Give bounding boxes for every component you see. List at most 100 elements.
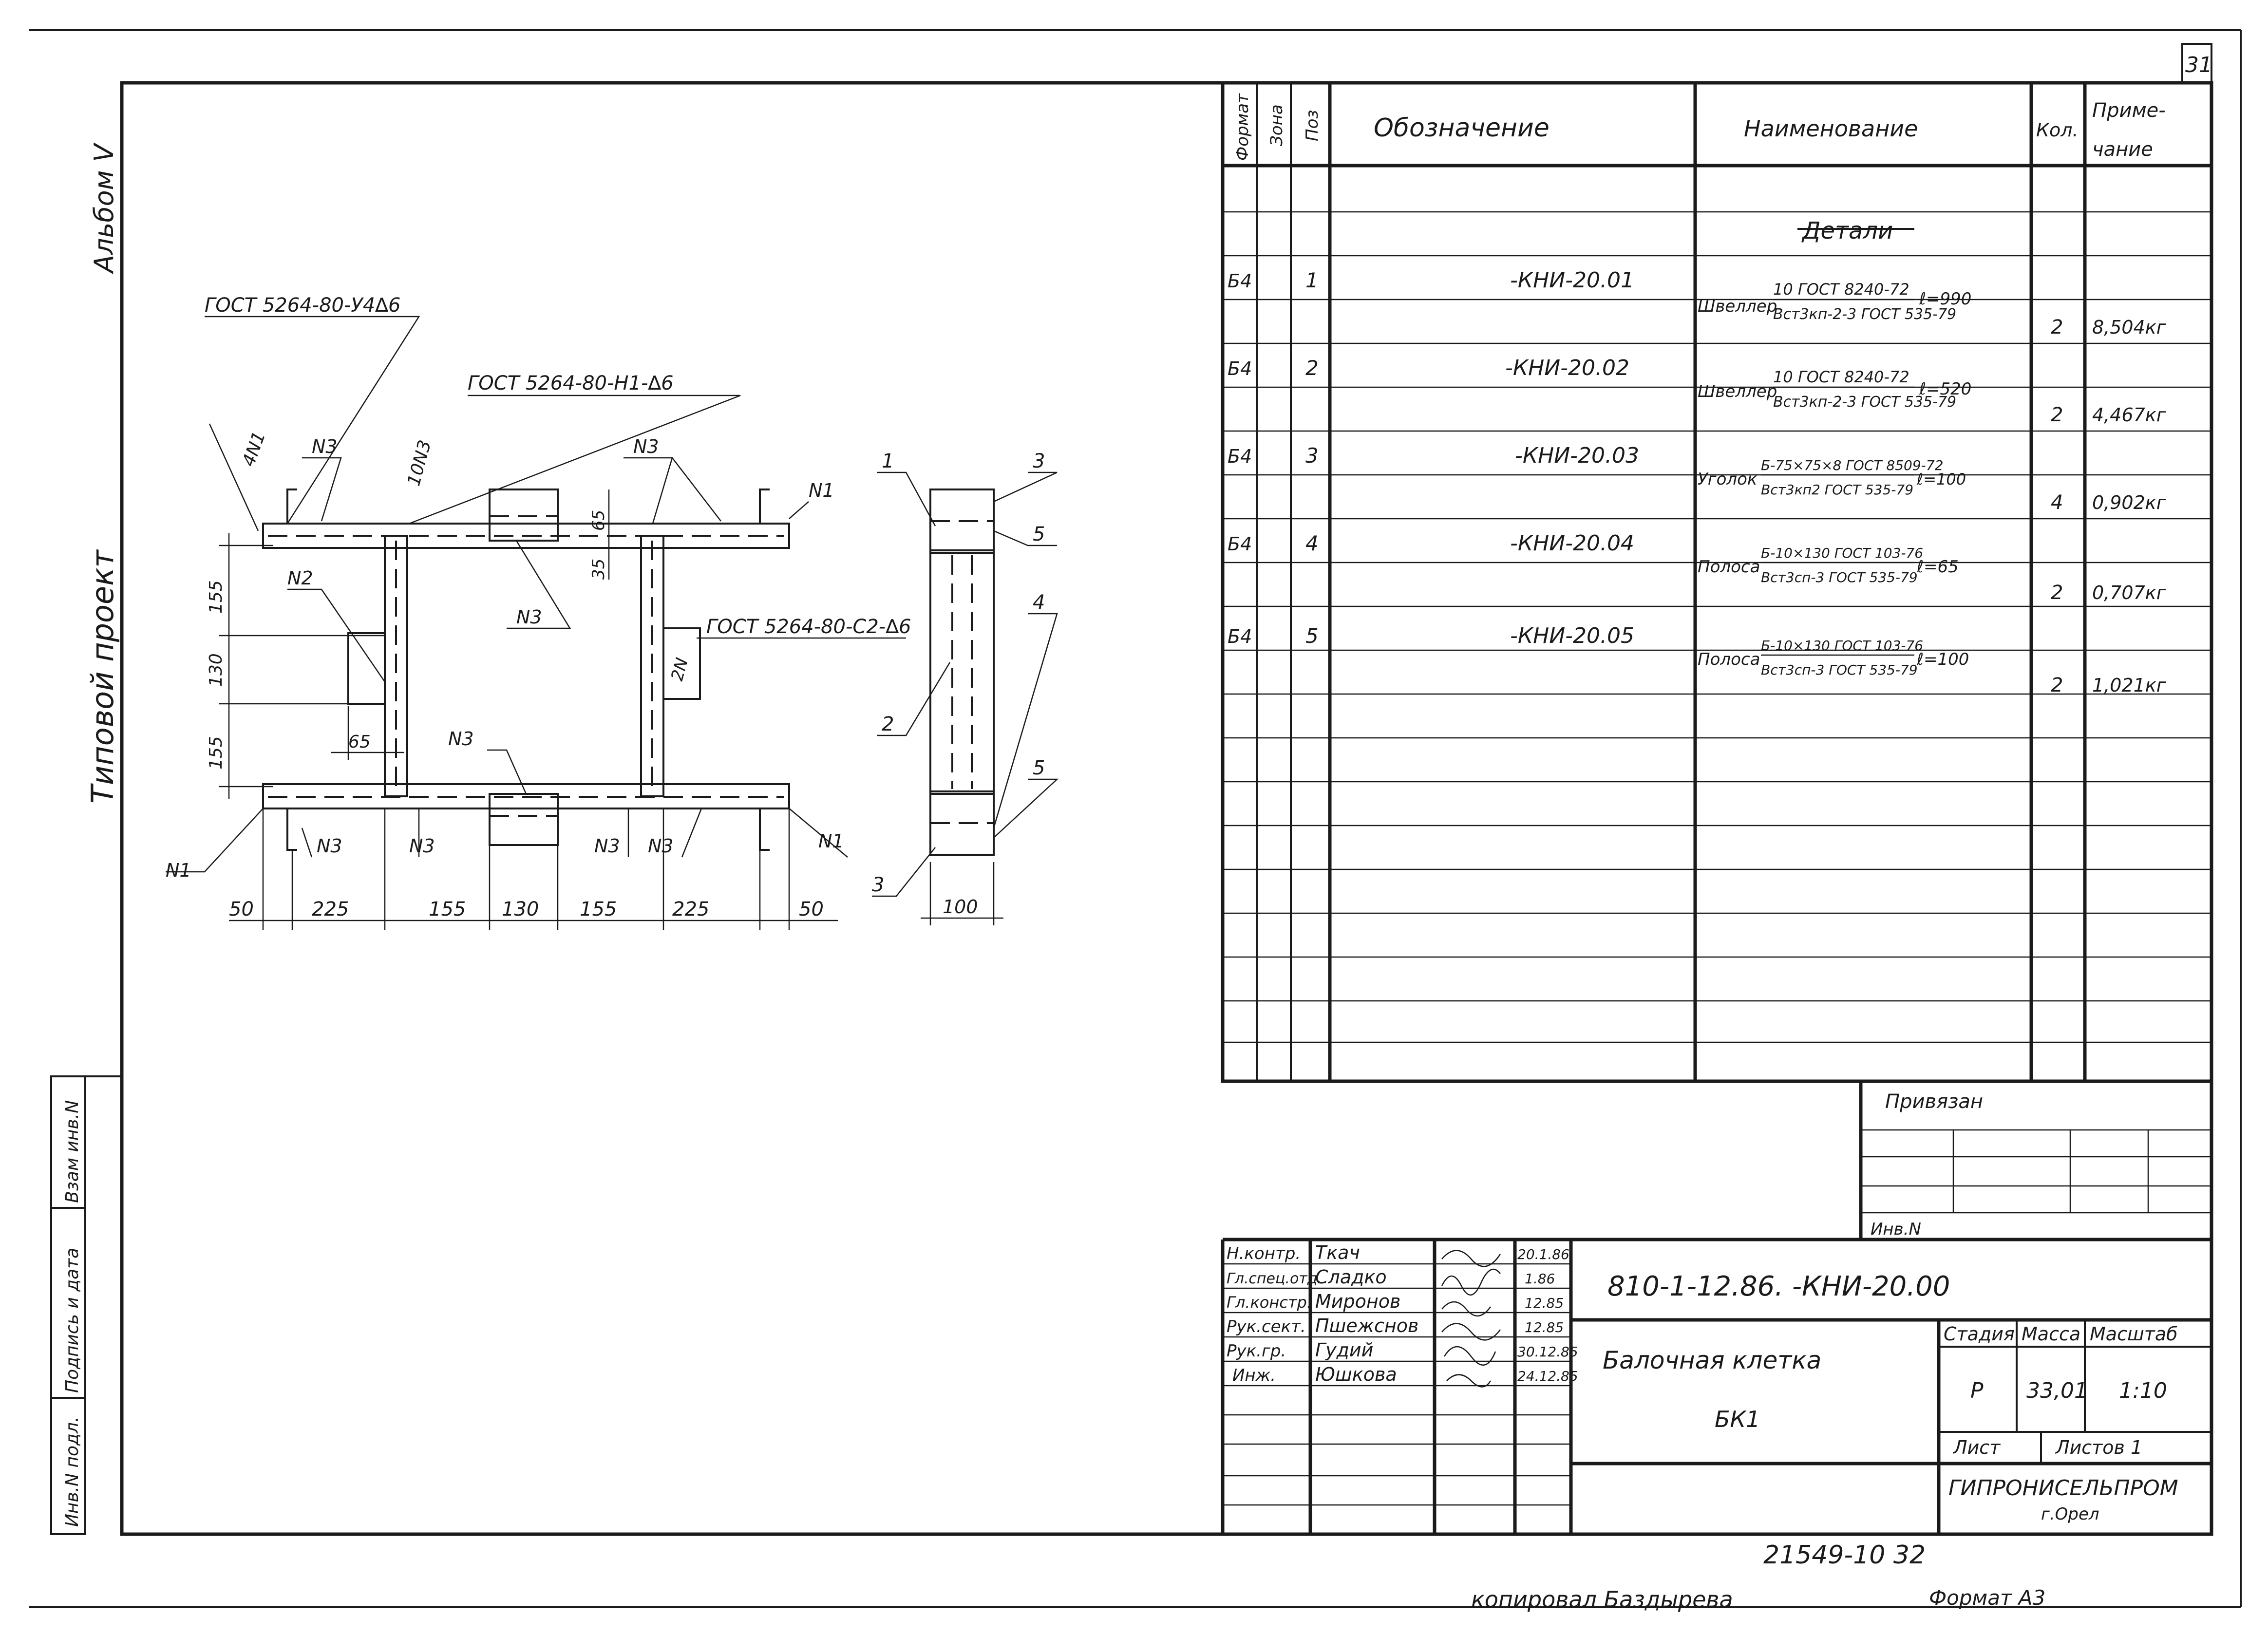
privyazan-block bbox=[1859, 1081, 2211, 1240]
row1-note: 8,504кг bbox=[2092, 317, 2167, 338]
col-header-designation: Обозначение bbox=[1374, 113, 1550, 143]
row1-name-bottom: Вст3кп-2-3 ГОСТ 535-79 bbox=[1773, 306, 1956, 323]
row3-pos: 3 bbox=[1305, 444, 1319, 468]
row5-pos: 5 bbox=[1305, 624, 1319, 648]
side-callout-5-top: 5 bbox=[1033, 523, 1045, 545]
row5-name-top: Б-10×130 ГОСТ 103-76 bbox=[1761, 638, 1923, 654]
scale-label: Масштаб bbox=[2090, 1323, 2178, 1345]
label-n3-bottom-plate: N3 bbox=[448, 728, 474, 750]
label-n3-top-left: N3 bbox=[312, 436, 338, 457]
label-n3-bottom-2: N3 bbox=[409, 835, 435, 857]
row5-note: 1,021кг bbox=[2092, 675, 2167, 696]
row2-length: ℓ=520 bbox=[1919, 379, 1971, 399]
tag-2n: 2N bbox=[667, 656, 692, 683]
row3-note: 0,902кг bbox=[2092, 492, 2167, 513]
copied-by: копировал Баздырева bbox=[1471, 1586, 1733, 1613]
row5-format: Б4 bbox=[1228, 626, 1252, 647]
dim-vertical-130: 130 bbox=[206, 653, 226, 687]
row5-name-bottom: Вст3сп-3 ГОСТ 535-79 bbox=[1761, 662, 1918, 678]
row1-designation: -КНИ-20.01 bbox=[1510, 268, 1634, 293]
row2-qty: 2 bbox=[2051, 404, 2063, 426]
row1-qty: 2 bbox=[2051, 316, 2063, 338]
role-5: Инж. bbox=[1232, 1366, 1276, 1385]
organization-city: г.Орел bbox=[2041, 1504, 2099, 1524]
label-n1-top-right: N1 bbox=[809, 480, 834, 501]
dim-bottom-225-left: 225 bbox=[312, 898, 349, 921]
row1-name-prefix: Швеллер bbox=[1698, 297, 1777, 316]
dim-35: 35 bbox=[589, 559, 608, 580]
stamp-vzam-inv: Взам инв.N bbox=[62, 1100, 82, 1203]
label-n1-bottom-left: N1 bbox=[166, 860, 191, 881]
dim-65-top: 65 bbox=[589, 510, 608, 531]
organization: ГИПРОНИСЕЛЬПРОМ bbox=[1948, 1476, 2178, 1501]
mass-label: Масса bbox=[2022, 1323, 2080, 1345]
row3-designation: -КНИ-20.03 bbox=[1515, 443, 1639, 468]
title-block-grid bbox=[1221, 1238, 2211, 1534]
dim-bottom-50-left: 50 bbox=[229, 898, 254, 921]
row3-name-bottom: Вст3кп2 ГОСТ 535-79 bbox=[1761, 482, 1913, 498]
label-n1-bottom-right: N1 bbox=[818, 830, 844, 852]
left-binding-stamp bbox=[50, 1075, 122, 1535]
row4-name-prefix: Полоса bbox=[1698, 557, 1760, 577]
date-3: 12.85 bbox=[1525, 1319, 1564, 1335]
side-callout-3-top: 3 bbox=[1033, 450, 1045, 472]
dim-bottom-225-right: 225 bbox=[672, 898, 709, 921]
date-1: 1.86 bbox=[1525, 1271, 1555, 1287]
stamp-inv-podl: Инв.N подл. bbox=[62, 1417, 82, 1527]
row3-length: ℓ=100 bbox=[1916, 470, 1966, 489]
privyazan-label: Привязан bbox=[1885, 1090, 1983, 1113]
role-2: Гл.констр. bbox=[1227, 1293, 1312, 1312]
stamp-podpis-data: Подпись и дата bbox=[62, 1248, 82, 1393]
row5-length: ℓ=100 bbox=[1916, 650, 1969, 669]
dim-vertical-155-bottom: 155 bbox=[206, 736, 226, 770]
dim-vertical-155-top: 155 bbox=[206, 580, 226, 614]
spec-row-4: Б4 4 -КНИ-20.04 Полоса Б-10×130 ГОСТ 103… bbox=[1228, 531, 2167, 604]
label-n3-bottom-1: N3 bbox=[317, 835, 342, 857]
date-4: 30.12.85 bbox=[1517, 1344, 1578, 1360]
col-header-qty: Кол. bbox=[2036, 119, 2079, 141]
side-callout-3-bottom: 3 bbox=[872, 874, 884, 896]
row1-name-top: 10 ГОСТ 8240-72 bbox=[1773, 280, 1909, 299]
date-5: 24.12.85 bbox=[1517, 1368, 1578, 1384]
side-callout-5-bottom: 5 bbox=[1033, 757, 1045, 779]
name-0: Ткач bbox=[1315, 1242, 1360, 1263]
row3-name-prefix: Уголок bbox=[1698, 470, 1758, 489]
row3-name-top: Б-75×75×8 ГОСТ 8509-72 bbox=[1761, 457, 1943, 473]
name-3: Пшежснов bbox=[1315, 1315, 1418, 1336]
row2-name-top: 10 ГОСТ 8240-72 bbox=[1773, 368, 1909, 386]
row4-name-bottom: Вст3сп-3 ГОСТ 535-79 bbox=[1761, 569, 1918, 585]
gost-weld-top-mid: ГОСТ 5264-80-Н1-∆6 bbox=[468, 372, 674, 395]
gost-weld-right: ГОСТ 5264-80-С2-∆6 bbox=[706, 616, 911, 638]
name-1: Сладко bbox=[1315, 1266, 1387, 1288]
tag-10n3: 10N3 bbox=[404, 438, 435, 488]
row4-note: 0,707кг bbox=[2092, 582, 2167, 603]
dim-bottom-130: 130 bbox=[502, 898, 539, 921]
row1-length: ℓ=990 bbox=[1919, 289, 1971, 309]
label-n3-top-right: N3 bbox=[633, 436, 659, 457]
role-4: Рук.гр. bbox=[1227, 1341, 1286, 1361]
label-n3-mid: N3 bbox=[516, 606, 542, 628]
document-code: 810-1-12.86. -КНИ-20.00 bbox=[1607, 1271, 1950, 1302]
album-label: Альбом Ⅴ bbox=[89, 142, 119, 274]
sheet-number: 31 bbox=[2185, 53, 2212, 77]
row4-designation: -КНИ-20.04 bbox=[1510, 531, 1634, 556]
date-2: 12.85 bbox=[1525, 1295, 1564, 1311]
row2-format: Б4 bbox=[1228, 358, 1252, 379]
role-1: Гл.спец.отд. bbox=[1227, 1270, 1322, 1287]
dim-bottom-50-right: 50 bbox=[799, 898, 824, 921]
row3-format: Б4 bbox=[1228, 446, 1252, 467]
name-5: Юшкова bbox=[1315, 1364, 1397, 1385]
section-title-details: Детали bbox=[1801, 217, 1893, 244]
title-line-2: БК1 bbox=[1715, 1406, 1760, 1432]
side-callout-4: 4 bbox=[1033, 591, 1045, 614]
row3-qty: 4 bbox=[2051, 491, 2063, 514]
spec-row-1: Б4 1 -КНИ-20.01 Швеллер 10 ГОСТ 8240-72 … bbox=[1228, 268, 2167, 338]
date-0: 20.1.86 bbox=[1517, 1246, 1569, 1262]
col-header-format: Формат bbox=[1233, 93, 1252, 161]
row2-name-prefix: Швеллер bbox=[1698, 382, 1777, 401]
row4-length: ℓ=65 bbox=[1916, 557, 1959, 577]
row1-format: Б4 bbox=[1228, 270, 1252, 292]
name-2: Миронов bbox=[1315, 1291, 1400, 1312]
signature-marks bbox=[1441, 1250, 1501, 1388]
